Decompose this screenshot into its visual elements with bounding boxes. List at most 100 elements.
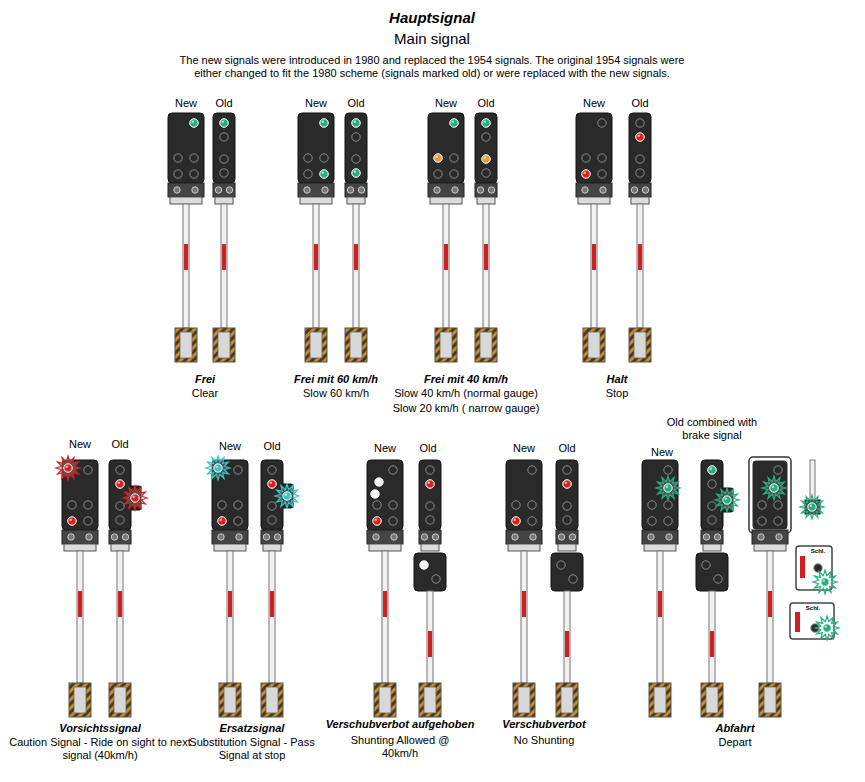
lamp-glint bbox=[484, 157, 487, 160]
lamp-glint bbox=[192, 121, 195, 124]
lamp-block bbox=[345, 183, 367, 197]
flash-rays bbox=[800, 495, 824, 519]
lit-lamp bbox=[723, 496, 731, 504]
dark-lamp bbox=[320, 170, 328, 178]
block-lamp bbox=[421, 534, 427, 540]
dark-lamp bbox=[563, 466, 571, 474]
block-lamp bbox=[304, 187, 310, 193]
dark-lamp bbox=[582, 154, 590, 162]
block-lamp bbox=[582, 187, 588, 193]
signal-pole bbox=[382, 551, 388, 683]
dark-lamp bbox=[482, 119, 490, 127]
column-label: Old combined with brake signal bbox=[662, 416, 762, 442]
signal-head bbox=[752, 460, 788, 530]
signal-head bbox=[629, 113, 651, 183]
lamp-glint bbox=[825, 626, 828, 629]
dark-lamp bbox=[373, 517, 381, 525]
block-lamp bbox=[215, 187, 221, 193]
block-lamp bbox=[648, 534, 654, 540]
signal-head bbox=[168, 113, 204, 183]
head-bracket bbox=[215, 197, 233, 204]
signal-pole bbox=[427, 591, 433, 683]
block-lamp bbox=[477, 187, 483, 193]
lit-lamp bbox=[426, 480, 434, 488]
signal-meaning: Caution Signal - Ride on sight to next s… bbox=[5, 736, 195, 762]
block-lamp bbox=[600, 187, 606, 193]
signal-meaning: No Shunting bbox=[489, 734, 599, 747]
lit-lamp bbox=[482, 155, 490, 163]
flash-rays bbox=[206, 456, 230, 480]
dark-lamp bbox=[814, 564, 822, 572]
dark-lamp bbox=[482, 169, 490, 177]
lamp-block bbox=[212, 530, 248, 544]
pole-foot-core bbox=[561, 687, 573, 713]
pole-foot bbox=[583, 328, 605, 362]
column-label: Old bbox=[547, 442, 587, 455]
block-lamp bbox=[174, 187, 180, 193]
shunt-head bbox=[696, 553, 728, 591]
dark-lamp bbox=[320, 154, 328, 162]
lamp-glint bbox=[565, 482, 568, 485]
dark-lamp bbox=[389, 466, 397, 474]
pole-foot-core bbox=[588, 332, 600, 358]
lamp-block bbox=[576, 183, 612, 197]
pole-foot-core bbox=[180, 332, 192, 358]
block-lamp bbox=[373, 534, 379, 540]
lamp-glint bbox=[810, 505, 813, 508]
lit-lamp bbox=[218, 517, 226, 525]
signal-name: Vorsichtssignal bbox=[40, 722, 160, 735]
pole-foot bbox=[419, 683, 441, 717]
dark-lamp bbox=[426, 480, 434, 488]
dark-lamp bbox=[708, 466, 716, 474]
column-label: New bbox=[504, 442, 544, 455]
signal-pole bbox=[521, 551, 527, 683]
column-label: Old bbox=[408, 442, 448, 455]
dark-lamp bbox=[220, 169, 228, 177]
dark-lamp bbox=[190, 170, 198, 178]
signal-meaning: Slow 40 km/h (normal gauge) bbox=[381, 387, 551, 400]
dark-lamp bbox=[774, 517, 782, 525]
pole-band bbox=[78, 591, 82, 617]
block-lamp bbox=[666, 534, 672, 540]
signal-name: Ersatzsignal bbox=[192, 722, 312, 735]
pole-foot bbox=[213, 328, 235, 362]
dark-lamp bbox=[190, 154, 198, 162]
pole-foot-core bbox=[480, 332, 492, 358]
block-lamp bbox=[347, 187, 353, 193]
lamp-glint bbox=[354, 171, 357, 174]
column-label: New bbox=[60, 438, 100, 451]
dark-lamp bbox=[352, 133, 360, 141]
dark-lamp bbox=[758, 517, 766, 525]
lit-lamp bbox=[375, 478, 383, 486]
column-label: New bbox=[574, 97, 614, 110]
dark-lamp bbox=[482, 133, 490, 141]
block-lamp bbox=[512, 534, 518, 540]
dark-lamp bbox=[563, 502, 571, 510]
dark-lamp bbox=[116, 480, 124, 488]
dark-lamp bbox=[482, 155, 490, 163]
signal-pole bbox=[483, 204, 489, 328]
dark-lamp bbox=[563, 516, 571, 524]
flash-rays bbox=[813, 570, 837, 594]
pole-foot bbox=[345, 328, 367, 362]
dark-lamp bbox=[389, 501, 397, 509]
lamp-glint bbox=[70, 519, 73, 522]
flash-rays bbox=[56, 456, 80, 480]
head-bracket bbox=[170, 197, 202, 204]
pole-stub bbox=[810, 460, 815, 500]
lamp-block bbox=[701, 530, 723, 544]
signal-pole bbox=[564, 591, 570, 683]
dark-lamp bbox=[774, 501, 782, 509]
block-lamp bbox=[569, 534, 575, 540]
dark-lamp bbox=[174, 170, 182, 178]
dark-lamp bbox=[220, 119, 228, 127]
signal-pole bbox=[313, 204, 319, 328]
pole-band bbox=[768, 591, 772, 617]
dark-lamp bbox=[434, 154, 442, 162]
lit-lamp bbox=[116, 480, 124, 488]
lamp-block bbox=[261, 530, 283, 544]
signal-pole bbox=[227, 551, 233, 683]
lit-lamp bbox=[823, 624, 831, 632]
dark-lamp bbox=[450, 119, 458, 127]
dark-lamp bbox=[68, 501, 76, 509]
